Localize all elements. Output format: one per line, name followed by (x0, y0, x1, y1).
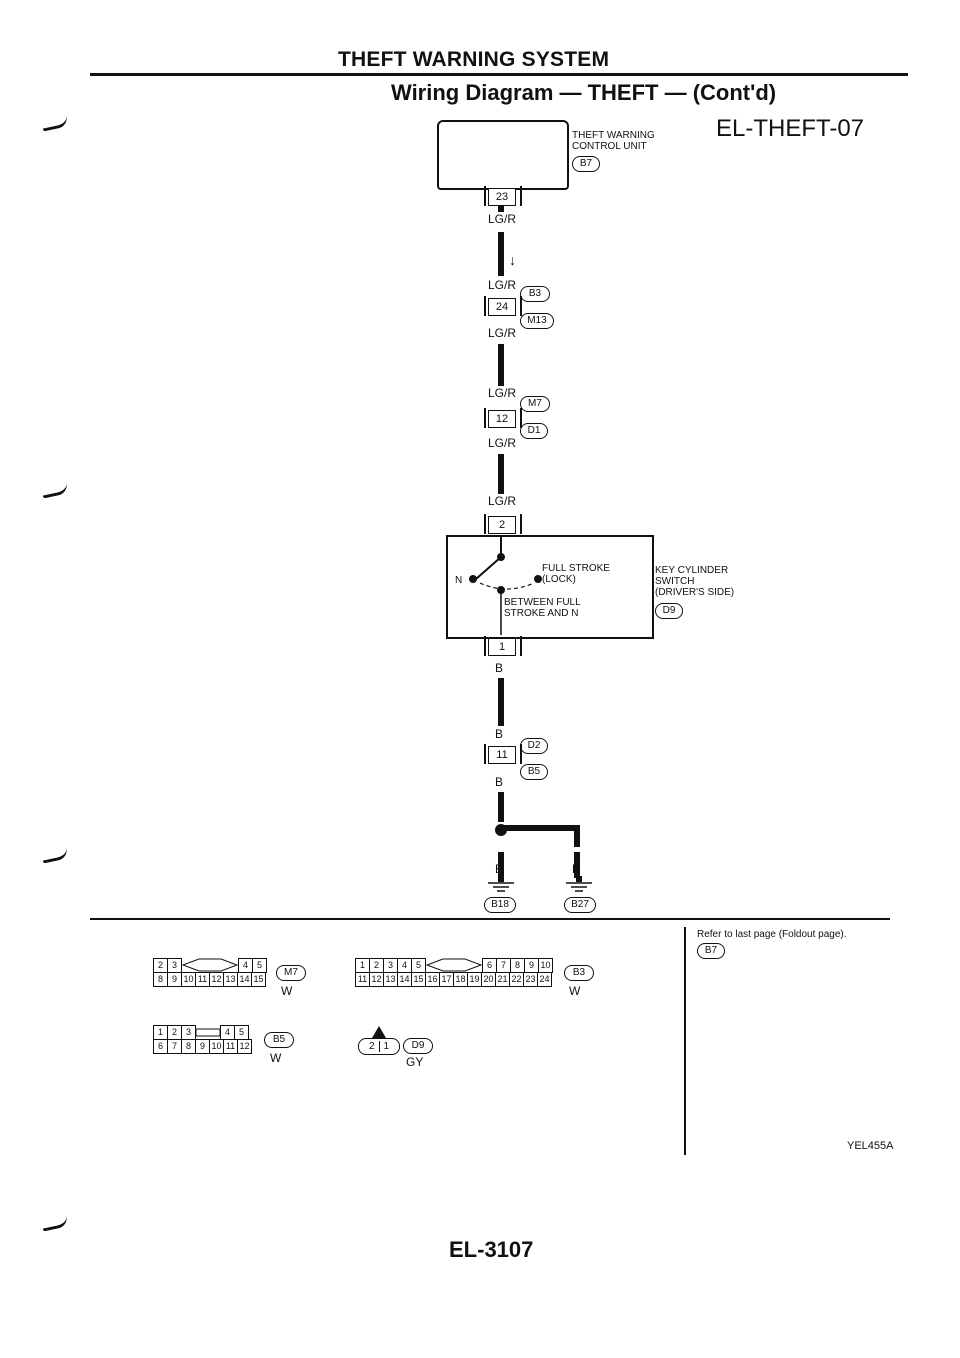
connector-b3: B3 (520, 286, 550, 302)
page-number: EL-3107 (449, 1237, 534, 1262)
wire-color-label: B (572, 862, 581, 876)
arrow-down-icon: ↓ (509, 252, 516, 268)
wire-color-label: B (495, 775, 504, 789)
connector-m13: M13 (520, 313, 554, 329)
key-switch-box (446, 535, 654, 639)
pin-23: 23 (488, 188, 516, 206)
pin-2: 2 (488, 516, 516, 534)
pin-frame-11 (484, 744, 522, 764)
pin-1: 1 (488, 638, 516, 656)
wire-color-label: LG/R (488, 212, 517, 226)
pin-frame-23 (484, 186, 522, 206)
binding-mark (41, 1215, 69, 1232)
connector-b5: B5 (520, 764, 548, 780)
vertical-divider (684, 927, 686, 1155)
pin-frame-1 (484, 636, 522, 656)
wire-color-label: B (495, 661, 504, 675)
refer-connector-b7: B7 (697, 943, 725, 959)
pin-12: 12 (488, 410, 516, 428)
figure-id: YEL455A (847, 1140, 894, 1152)
wire-color-label: LG/R (488, 326, 517, 340)
ground-symbol-icon (566, 876, 592, 892)
wire (498, 206, 504, 212)
wire (498, 678, 504, 726)
switch-between-label: BETWEEN FULL STROKE AND N (504, 597, 581, 619)
pin-frame-24 (484, 296, 522, 316)
wire-color-label: LG/R (488, 386, 517, 400)
wire-color-label: LG/R (488, 436, 517, 450)
connector-d2: D2 (520, 738, 548, 754)
control-unit-label: THEFT WARNING CONTROL UNIT (572, 130, 655, 152)
connector-d1: D1 (520, 423, 548, 439)
switch-symbol (469, 535, 542, 635)
pin-11: 11 (488, 746, 516, 764)
binding-mark (41, 115, 69, 132)
wire-color-label: B (495, 862, 504, 876)
header-rule (90, 73, 908, 76)
pin-24: 24 (488, 298, 516, 316)
switch-n-label: N (455, 575, 463, 586)
key-switch-name: KEY CYLINDER SWITCH (DRIVER'S SIDE) (655, 565, 735, 598)
section-divider (90, 918, 890, 920)
control-unit-box (437, 120, 569, 190)
refer-note: Refer to last page (Foldout page). (697, 929, 847, 940)
diagram-title: Wiring Diagram — THEFT — (Cont'd) (391, 80, 777, 105)
pin-frame-2 (484, 514, 522, 534)
connector-b7: B7 (572, 156, 600, 172)
connector-m7: M7 (520, 396, 550, 412)
ground-b18: B18 (484, 897, 516, 913)
binding-mark (41, 482, 69, 499)
wire (498, 344, 504, 386)
ground-b27: B27 (564, 897, 596, 913)
wire (498, 232, 504, 276)
wire-color-label: LG/R (488, 494, 517, 508)
wire-color-label: B (495, 727, 504, 741)
diagram-code: EL-THEFT-07 (716, 115, 865, 142)
binding-mark (41, 847, 69, 864)
system-title: THEFT WARNING SYSTEM (338, 48, 610, 71)
connector-d9: D9 (655, 603, 683, 619)
pin-frame-12 (484, 408, 522, 428)
splice-branch (495, 824, 580, 878)
ground-symbol-icon (488, 876, 514, 892)
wire (498, 792, 504, 822)
wire-color-label: LG/R (488, 278, 517, 292)
switch-lock-label: FULL STROKE (LOCK) (542, 563, 610, 585)
wire (498, 454, 504, 494)
